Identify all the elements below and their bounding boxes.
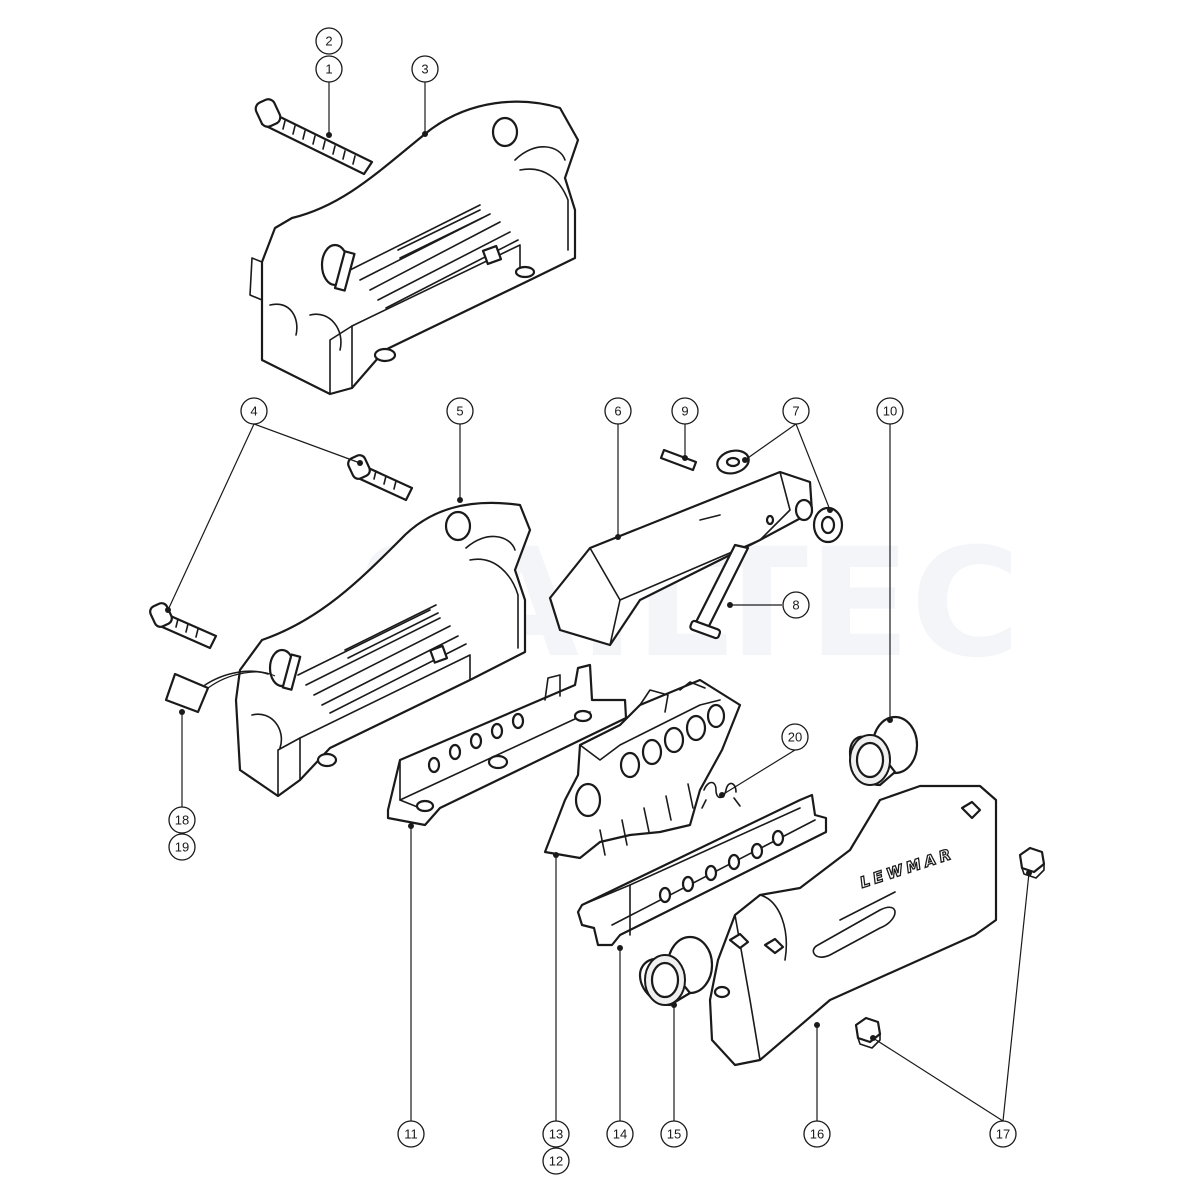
nuts bbox=[854, 846, 1046, 1049]
svg-text:13: 13 bbox=[549, 1127, 563, 1142]
svg-text:20: 20 bbox=[788, 730, 802, 745]
svg-text:14: 14 bbox=[613, 1127, 627, 1142]
svg-text:2: 2 bbox=[325, 34, 332, 49]
callout-3: 3 bbox=[411, 55, 439, 83]
callout-14: 14 bbox=[606, 1120, 634, 1148]
callout-5: 5 bbox=[446, 397, 474, 425]
callout-4: 4 bbox=[240, 397, 268, 425]
cam-handle bbox=[548, 470, 814, 647]
callout-8: 8 bbox=[782, 591, 810, 619]
cam-jaws bbox=[543, 678, 742, 860]
svg-text:9: 9 bbox=[681, 404, 688, 419]
svg-text:3: 3 bbox=[421, 62, 428, 77]
svg-text:11: 11 bbox=[404, 1127, 418, 1142]
callout-12: 12 bbox=[542, 1147, 570, 1175]
svg-text:12: 12 bbox=[549, 1154, 563, 1169]
lower-side-plate bbox=[204, 501, 532, 798]
washers bbox=[716, 449, 844, 544]
trigger-pin bbox=[689, 543, 750, 640]
svg-text:1: 1 bbox=[325, 62, 332, 77]
svg-text:5: 5 bbox=[456, 404, 463, 419]
spring bbox=[701, 781, 741, 809]
svg-text:4: 4 bbox=[250, 404, 257, 419]
upper-bushing bbox=[848, 715, 919, 787]
callout-17: 17 bbox=[989, 1120, 1017, 1148]
upper-side-plate bbox=[249, 100, 580, 396]
svg-text:10: 10 bbox=[883, 404, 897, 419]
svg-text:18: 18 bbox=[175, 813, 189, 828]
svg-text:19: 19 bbox=[175, 840, 189, 855]
callout-6: 6 bbox=[604, 397, 632, 425]
side-bolts bbox=[149, 454, 414, 650]
svg-text:8: 8 bbox=[792, 598, 799, 613]
svg-text:7: 7 bbox=[792, 404, 799, 419]
callout-7: 7 bbox=[782, 397, 810, 425]
jaw-plate bbox=[386, 663, 628, 827]
callout-2: 2 bbox=[315, 27, 343, 55]
svg-text:15: 15 bbox=[667, 1127, 681, 1142]
lower-jaw-plate bbox=[576, 793, 828, 947]
leader-lines bbox=[167, 82, 1030, 1122]
callout-19: 19 bbox=[168, 833, 196, 861]
callout-9: 9 bbox=[671, 397, 699, 425]
lower-bushing bbox=[638, 935, 714, 1007]
callout-1: 1 bbox=[315, 55, 343, 83]
callout-16: 16 bbox=[803, 1120, 831, 1148]
svg-text:6: 6 bbox=[614, 404, 621, 419]
callout-18: 18 bbox=[168, 806, 196, 834]
front-cover: LEWMAR bbox=[708, 784, 998, 1067]
callout-11: 11 bbox=[397, 1120, 425, 1148]
svg-text:16: 16 bbox=[810, 1127, 824, 1142]
small-pin bbox=[659, 448, 698, 472]
callout-10: 10 bbox=[876, 397, 904, 425]
svg-text:17: 17 bbox=[996, 1127, 1010, 1142]
callout-15: 15 bbox=[660, 1120, 688, 1148]
callout-20: 20 bbox=[781, 723, 809, 751]
leader-dots bbox=[165, 131, 1032, 1041]
long-bolt bbox=[254, 98, 374, 176]
label-tag bbox=[164, 672, 210, 714]
callout-13: 13 bbox=[542, 1120, 570, 1148]
